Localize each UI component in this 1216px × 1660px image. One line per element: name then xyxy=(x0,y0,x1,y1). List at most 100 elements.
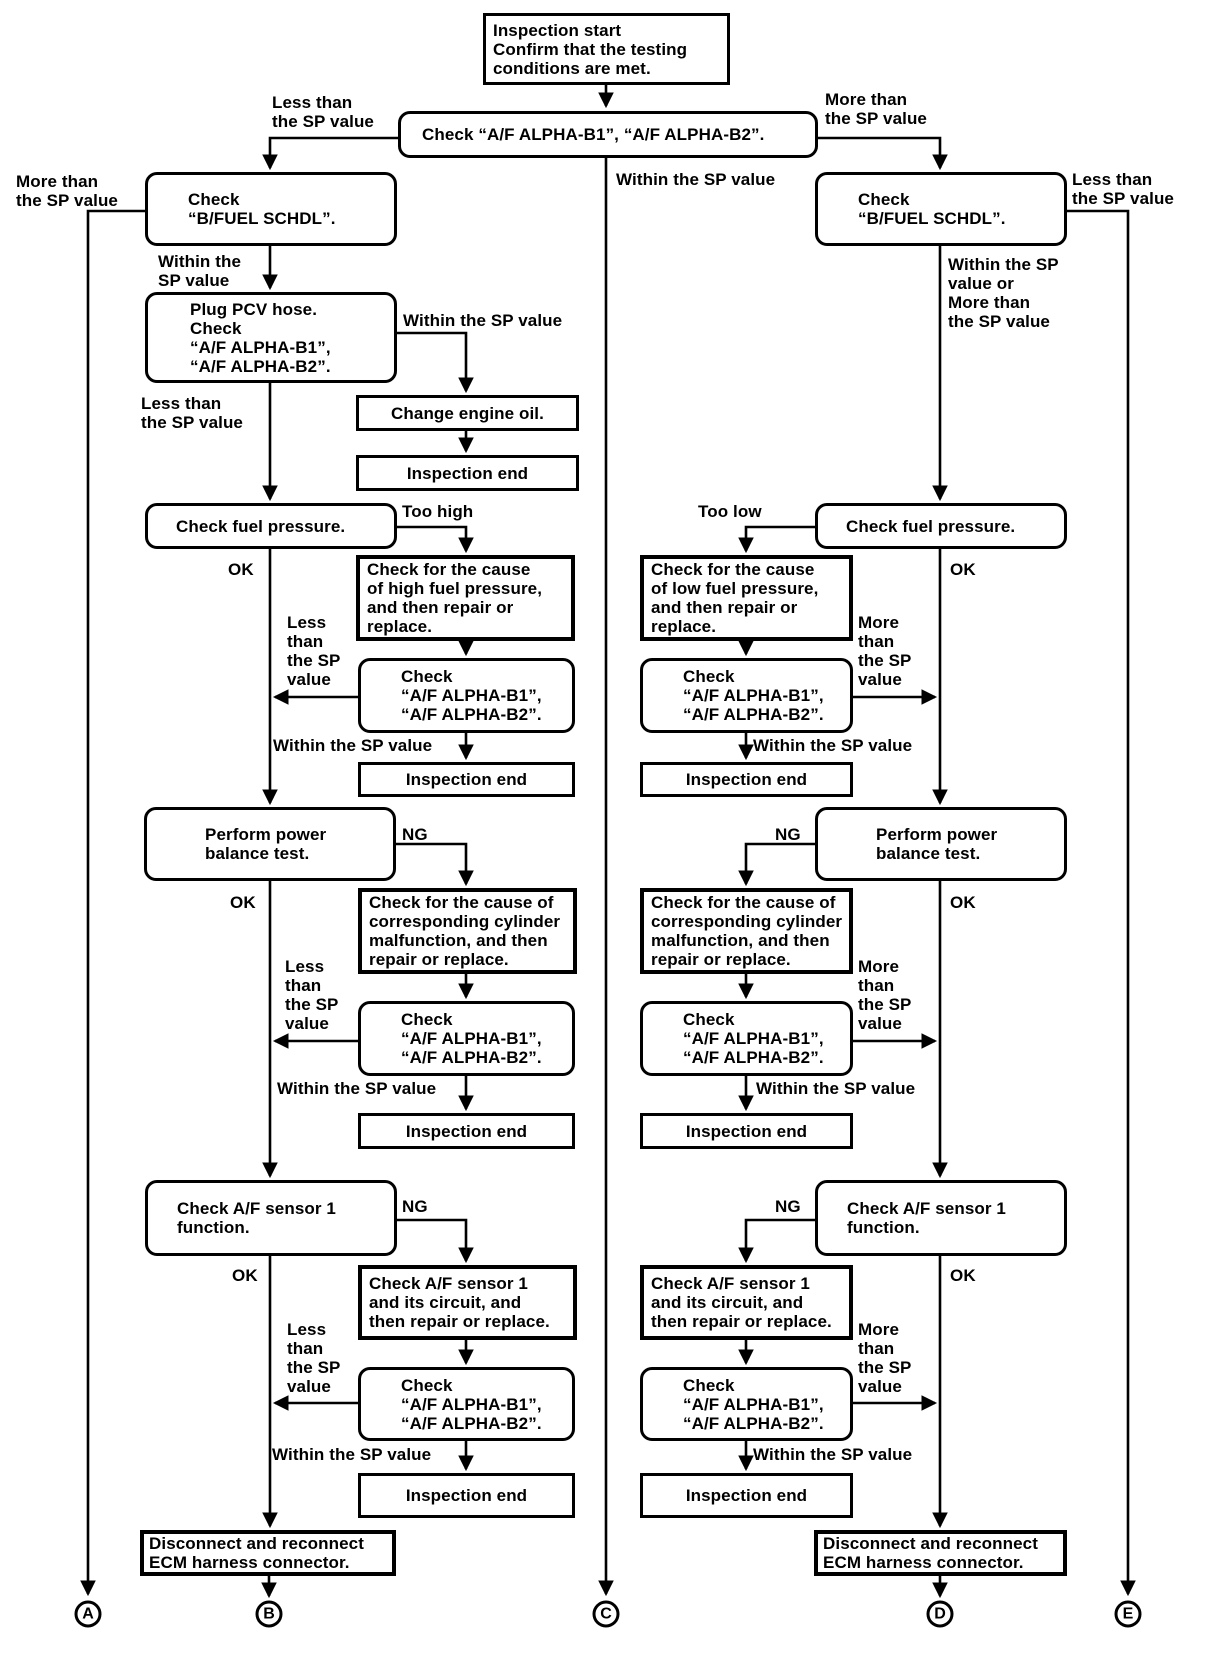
terminal-letter: D xyxy=(934,1605,946,1622)
connector-plug-to-oil xyxy=(397,331,474,394)
edge-label-within-right-2: Within the SP value xyxy=(756,1079,915,1098)
edge-label-line: More than xyxy=(948,293,1031,312)
edge-label-line: value xyxy=(858,670,902,689)
node-check-af-alpha-right-3: Check“A/F ALPHA-B1”,“A/F ALPHA-B2”. xyxy=(640,1367,853,1441)
terminal-letter: E xyxy=(1122,1605,1134,1622)
edge-label-within-center: Within the SP value xyxy=(616,170,775,189)
edge-label-line: OK xyxy=(230,893,256,912)
edge-label-within-left-3: Within the SP value xyxy=(277,1079,436,1098)
node-text-line: Check fuel pressure. xyxy=(176,516,346,536)
edge-label-line: than xyxy=(858,1339,895,1358)
node-inspection-end-left-3: Inspection end xyxy=(358,1113,575,1149)
edge-label-line: OK xyxy=(950,893,976,912)
edge-label-line: More xyxy=(858,957,900,976)
node-inspection-end-right-1: Inspection end xyxy=(640,762,853,797)
edge-label-line: value xyxy=(285,1014,329,1033)
node-text-line: replace. xyxy=(367,617,433,636)
edge-label-line: than xyxy=(287,1339,324,1358)
node-text-line: Check A/F sensor 1 xyxy=(369,1274,528,1293)
node-text-line: Check for the cause of xyxy=(651,893,836,912)
node-text-line: Check xyxy=(190,318,242,338)
edge-label-line: than xyxy=(858,632,895,651)
node-check-af-alpha-top: Check “A/F ALPHA-B1”, “A/F ALPHA-B2”. xyxy=(398,111,818,158)
edge-label-line: Within the xyxy=(158,252,241,271)
node-text-line: Inspection end xyxy=(685,770,808,789)
node-check-af-alpha-right-1: Check“A/F ALPHA-B1”,“A/F ALPHA-B2”. xyxy=(640,658,853,733)
node-check-af-alpha-left-1: Check“A/F ALPHA-B1”,“A/F ALPHA-B2”. xyxy=(358,658,575,733)
node-text-line: Inspection end xyxy=(406,463,529,483)
terminal-circle-d: D xyxy=(926,1600,954,1628)
node-text-line: conditions are met. xyxy=(493,58,651,78)
edge-label-line: Less than xyxy=(141,394,222,413)
edge-label-line: OK xyxy=(950,560,976,579)
node-text-line: of high fuel pressure, xyxy=(367,579,543,598)
edge-label-too-high: Too high xyxy=(402,502,473,521)
node-text-line: Check A/F sensor 1 xyxy=(847,1199,1006,1218)
node-text-line: ECM harness connector. xyxy=(149,1553,350,1572)
edge-label-line: value or xyxy=(948,274,1014,293)
edge-label-line: OK xyxy=(232,1266,258,1285)
edge-label-line: the SP value xyxy=(948,312,1050,331)
node-change-engine-oil: Change engine oil. xyxy=(356,395,579,431)
node-text-line: and its circuit, and xyxy=(369,1293,522,1312)
edge-label-line: NG xyxy=(402,1197,428,1216)
terminal-circle-e: E xyxy=(1114,1600,1142,1628)
edge-label-ng-right-1: NG xyxy=(775,825,801,844)
edge-label-within-right-3: Within the SP value xyxy=(753,1445,912,1464)
node-text-line: “A/F ALPHA-B2”. xyxy=(683,1413,824,1433)
edge-label-line: More than xyxy=(16,172,99,191)
edge-label-line: value xyxy=(858,1377,902,1396)
node-text-line: Check xyxy=(188,190,240,209)
node-text-line: Plug PCV hose. xyxy=(190,299,318,319)
node-text-line: malfunction, and then xyxy=(651,931,830,950)
node-text-line: malfunction, and then xyxy=(369,931,548,950)
edge-label-too-low: Too low xyxy=(698,502,762,521)
node-text-line: Check for the cause xyxy=(651,560,815,579)
edge-label-line: Within the SP value xyxy=(272,1445,432,1464)
node-text-line: Change engine oil. xyxy=(391,403,544,423)
edge-label-line: value xyxy=(287,1377,331,1396)
edge-label-line: Too low xyxy=(698,502,762,521)
edge-label-line: than xyxy=(287,632,324,651)
node-check-af-alpha-left-2: Check“A/F ALPHA-B1”,“A/F ALPHA-B2”. xyxy=(358,1001,575,1076)
node-text-line: function. xyxy=(177,1218,250,1237)
edge-label-line: Within the SP xyxy=(948,255,1059,274)
edge-label-ok-left-3: OK xyxy=(232,1266,258,1285)
node-text-line: “A/F ALPHA-B1”, xyxy=(190,337,331,357)
connector-sensor-left-to-circuit xyxy=(397,1218,474,1264)
edge-label-line: Within the SP value xyxy=(273,736,433,755)
edge-label-line: than xyxy=(285,976,322,995)
node-text-line: Check xyxy=(683,667,735,686)
edge-label-line: More than xyxy=(825,90,908,109)
edge-label-ok-right-3: OK xyxy=(950,1266,976,1285)
node-text-line: ECM harness connector. xyxy=(823,1553,1024,1572)
node-text-line: “A/F ALPHA-B1”, xyxy=(683,1029,824,1048)
edge-label-within-right-1: Within the SP value xyxy=(753,736,912,755)
node-text-line: Check xyxy=(858,190,910,209)
node-text-line: Inspection end xyxy=(405,770,528,789)
node-text-line: repair or replace. xyxy=(369,950,509,969)
terminal-circle-a: A xyxy=(74,1600,102,1628)
terminal-circle-b: B xyxy=(255,1600,283,1628)
edge-label-line: Within the SP value xyxy=(753,1445,913,1464)
node-text-line: Check xyxy=(401,667,453,686)
edge-label-line: SP value xyxy=(158,271,230,290)
edge-label-line: OK xyxy=(228,560,254,579)
edge-label-line: Within the SP value xyxy=(403,311,563,330)
edge-label-ng-left-2: NG xyxy=(402,1197,428,1216)
node-text-line: balance test. xyxy=(876,844,981,863)
edge-label-line: Within the SP value xyxy=(616,170,776,189)
node-text-line: and its circuit, and xyxy=(651,1293,804,1312)
